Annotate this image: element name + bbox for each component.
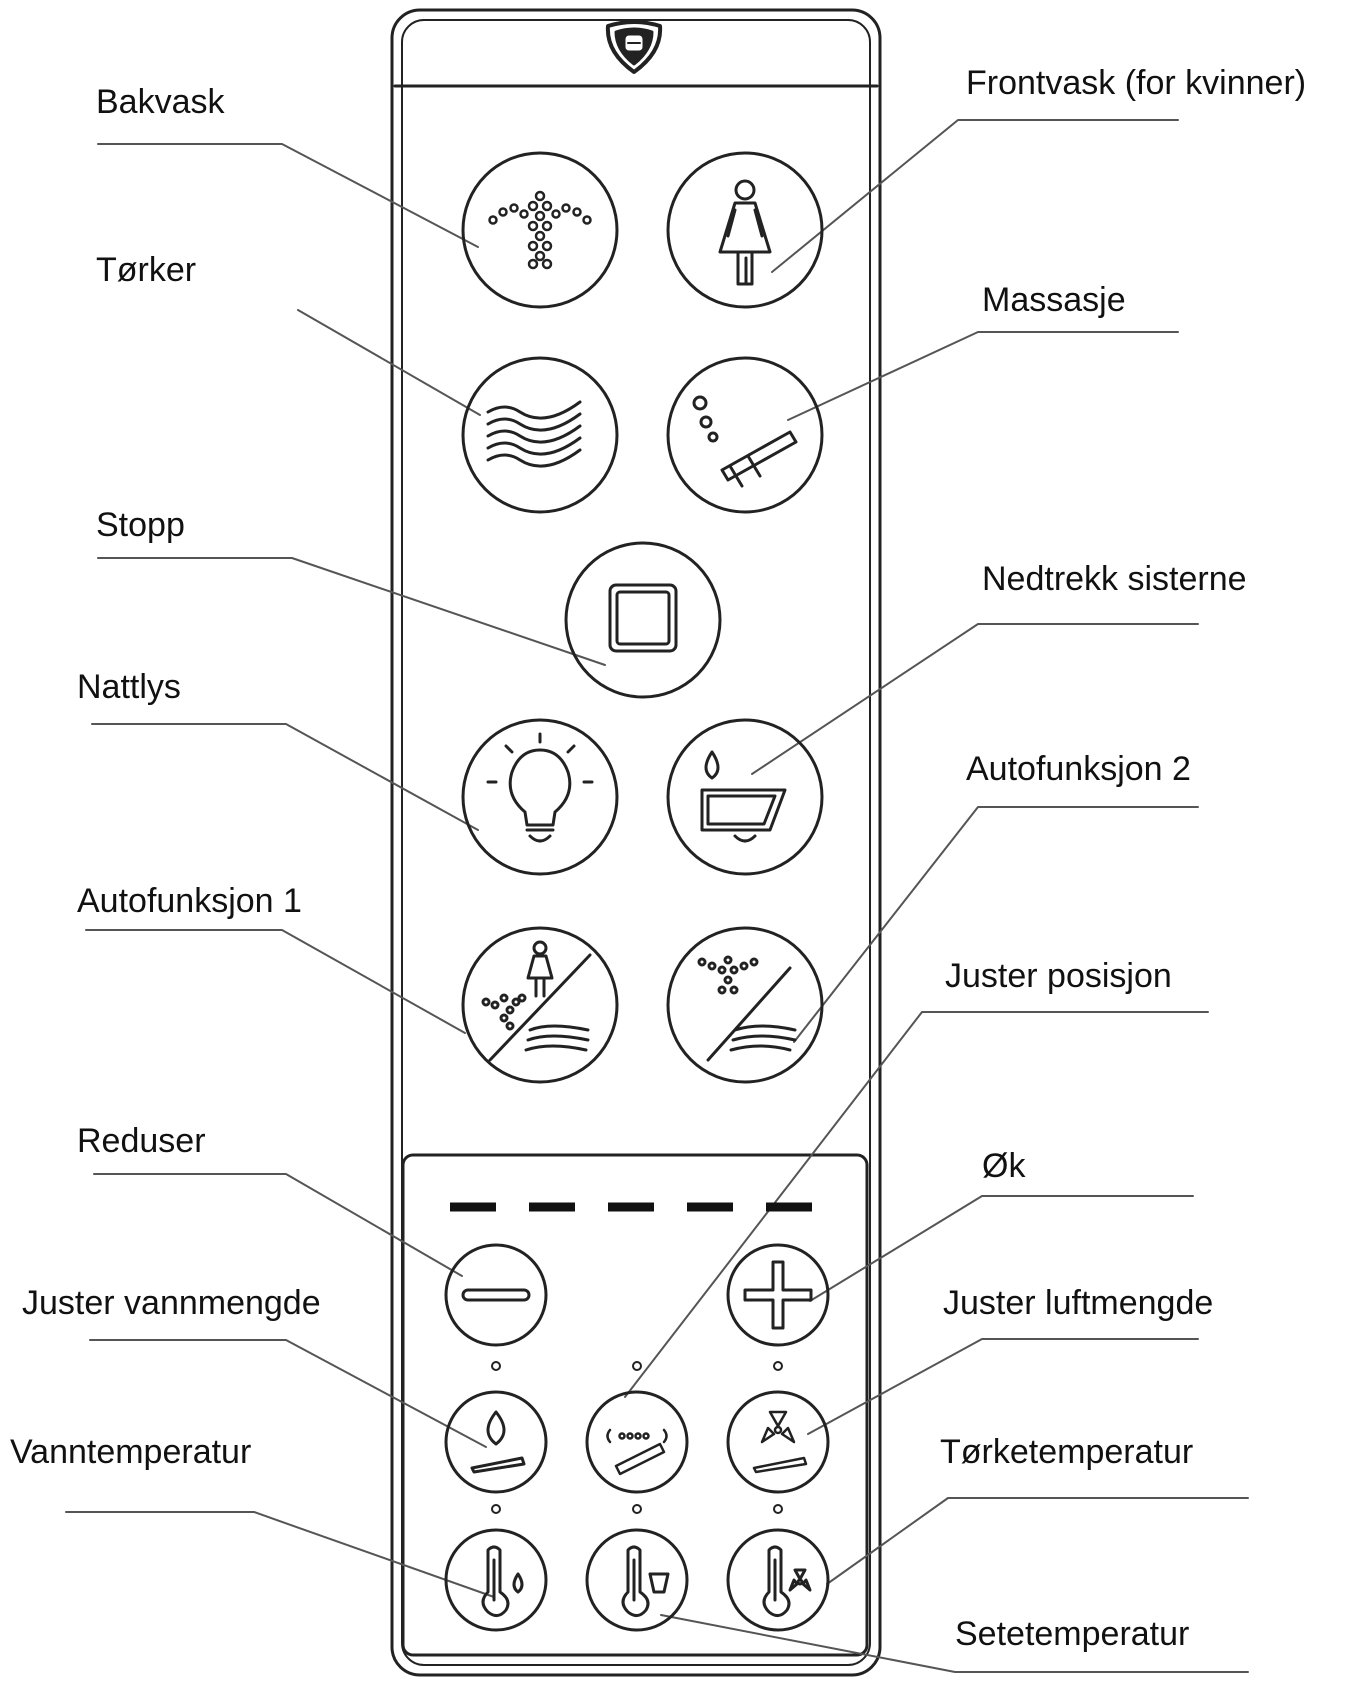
fan-nozzle-icon — [752, 1410, 808, 1474]
label-rear-wash: Bakvask — [96, 83, 225, 121]
flush-cistern-button[interactable] — [666, 718, 824, 876]
label-dry-temperature: Tørketemperatur — [940, 1433, 1194, 1471]
water-temperature-button[interactable] — [444, 1528, 548, 1632]
dry-temperature-button[interactable] — [726, 1528, 830, 1632]
label-front-wash: Frontvask (for kvinner) — [966, 64, 1307, 102]
auto-function-1-button[interactable] — [461, 926, 619, 1084]
minus-icon — [461, 1288, 531, 1302]
woman-figure-icon — [718, 179, 772, 286]
thermometer-seat-icon — [621, 1545, 670, 1617]
brand-logo — [605, 20, 663, 74]
label-night-light: Nattlys — [77, 668, 181, 706]
decrease-button[interactable] — [444, 1243, 548, 1347]
drop-cistern-icon — [700, 750, 787, 843]
spray-jet-icon — [488, 190, 592, 270]
label-water-temperature: Vanntemperatur — [10, 1433, 252, 1471]
air-waves-icon — [486, 400, 582, 468]
label-adjust-position: Juster posisjon — [945, 957, 1172, 995]
stop-button[interactable] — [564, 541, 722, 699]
massage-nozzle-icon — [692, 395, 798, 488]
seat-temperature-button[interactable] — [585, 1528, 689, 1632]
dryer-button[interactable] — [461, 356, 619, 514]
rear-wash-button[interactable] — [461, 151, 619, 309]
remote-body — [390, 8, 882, 1677]
label-auto-function-1: Autofunksjon 1 — [77, 882, 302, 920]
air-amount-button[interactable] — [726, 1390, 830, 1494]
plus-icon — [743, 1260, 813, 1330]
thermometer-fan-icon — [762, 1545, 812, 1617]
label-adjust-air-amount: Juster luftmengde — [943, 1284, 1214, 1322]
label-flush-cistern: Nedtrekk sisterne — [982, 560, 1247, 598]
auto-function-2-button[interactable] — [666, 926, 824, 1084]
massage-button[interactable] — [666, 356, 824, 514]
label-seat-temperature: Setetemperatur — [955, 1615, 1190, 1653]
stop-square-icon — [608, 583, 678, 653]
thermometer-drop-icon — [481, 1545, 524, 1617]
label-auto-function-2: Autofunksjon 2 — [966, 750, 1191, 788]
water-amount-button[interactable] — [444, 1390, 548, 1494]
status-leds-row-2 — [491, 1504, 783, 1514]
water-drop-nozzle-icon — [470, 1410, 526, 1474]
nozzle-position-icon — [606, 1428, 668, 1476]
front-wash-button[interactable] — [666, 151, 824, 309]
label-stop: Stopp — [96, 506, 185, 544]
label-massage: Massasje — [982, 281, 1126, 319]
increase-button[interactable] — [726, 1243, 830, 1347]
label-adjust-water-amount: Juster vannmengde — [22, 1284, 321, 1322]
label-dryer: Tørker — [96, 251, 197, 289]
night-light-button[interactable] — [461, 718, 619, 876]
auto-front-wash-dry-icon — [481, 940, 592, 1062]
label-increase: Øk — [982, 1147, 1026, 1185]
label-decrease: Reduser — [77, 1122, 206, 1160]
auto-rear-wash-dry-icon — [697, 955, 797, 1062]
nozzle-position-button[interactable] — [585, 1390, 689, 1494]
leader-lines — [65, 119, 1249, 1673]
light-bulb-icon — [486, 732, 594, 843]
status-leds-row-1 — [491, 1361, 783, 1371]
